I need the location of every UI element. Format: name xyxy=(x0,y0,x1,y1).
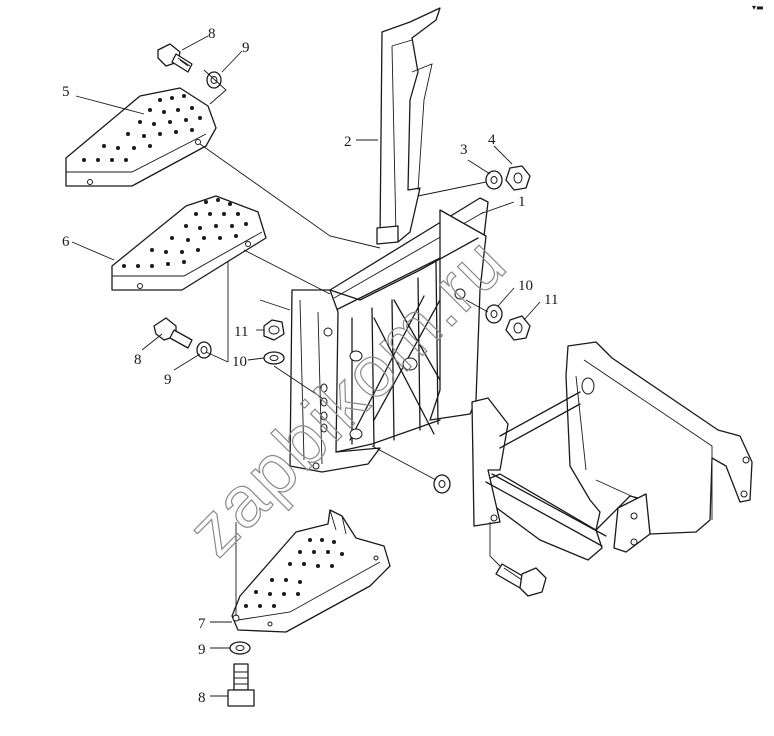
callout-2: 2 xyxy=(344,134,352,150)
callout-7: 7 xyxy=(198,616,206,632)
callout-8-bottom: 8 xyxy=(198,690,206,706)
bolt-lower-right xyxy=(495,563,547,597)
callout-8-middle: 8 xyxy=(134,352,142,368)
bolt-8-top xyxy=(157,43,193,73)
callout-3: 3 xyxy=(460,142,468,158)
callout-6: 6 xyxy=(62,234,70,250)
callout-1: 1 xyxy=(518,194,526,210)
callout-leaders xyxy=(71,35,541,697)
part-5-pedal-pad-upper xyxy=(65,87,217,187)
part-2-lever-plate xyxy=(376,7,441,245)
bolt-8-middle xyxy=(153,317,193,349)
right-side-frame xyxy=(471,341,753,561)
callout-4: 4 xyxy=(488,132,496,148)
callout-10-right: 10 xyxy=(518,278,533,294)
callout-10-left: 10 xyxy=(232,354,247,370)
part-6-pedal-pad-middle xyxy=(111,195,267,291)
callout-9-middle: 9 xyxy=(164,372,172,388)
assembly-lines xyxy=(199,143,501,616)
callout-11-right: 11 xyxy=(544,292,558,308)
callout-9-bottom: 9 xyxy=(198,642,206,658)
callout-9-top: 9 xyxy=(242,40,250,56)
corner-mark: ▾▬ xyxy=(752,3,764,12)
callout-11-left: 11 xyxy=(234,324,248,340)
part-1-pedal-bracket xyxy=(289,197,489,473)
callout-5: 5 xyxy=(62,84,70,100)
part-7-pedal-pad-lower xyxy=(231,509,391,633)
bolt-8-bottom xyxy=(227,663,255,707)
callout-8-top: 8 xyxy=(208,26,216,42)
callout-labels: 1 2 3 4 5 6 7 8 8 8 9 9 9 10 10 11 11 xyxy=(62,26,558,706)
